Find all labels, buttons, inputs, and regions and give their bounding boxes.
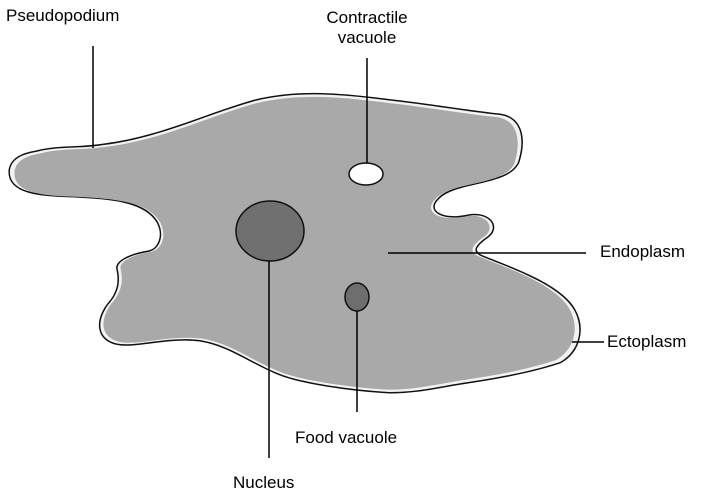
contractile-vacuole [349, 163, 383, 185]
food-vacuole [345, 283, 369, 311]
contractile-vacuole-label-line2: vacuole [312, 28, 422, 48]
contractile-vacuole-label-line1: Contractile [312, 8, 422, 28]
nucleus-label: Nucleus [233, 473, 294, 493]
food-vacuole-label: Food vacuole [295, 428, 397, 448]
endoplasm-label: Endoplasm [600, 242, 685, 262]
nucleus [236, 201, 304, 261]
ectoplasm-label: Ectoplasm [607, 332, 686, 352]
contractile-vacuole-label: Contractile vacuole [312, 8, 422, 48]
pseudopodium-label: Pseudopodium [6, 6, 119, 26]
